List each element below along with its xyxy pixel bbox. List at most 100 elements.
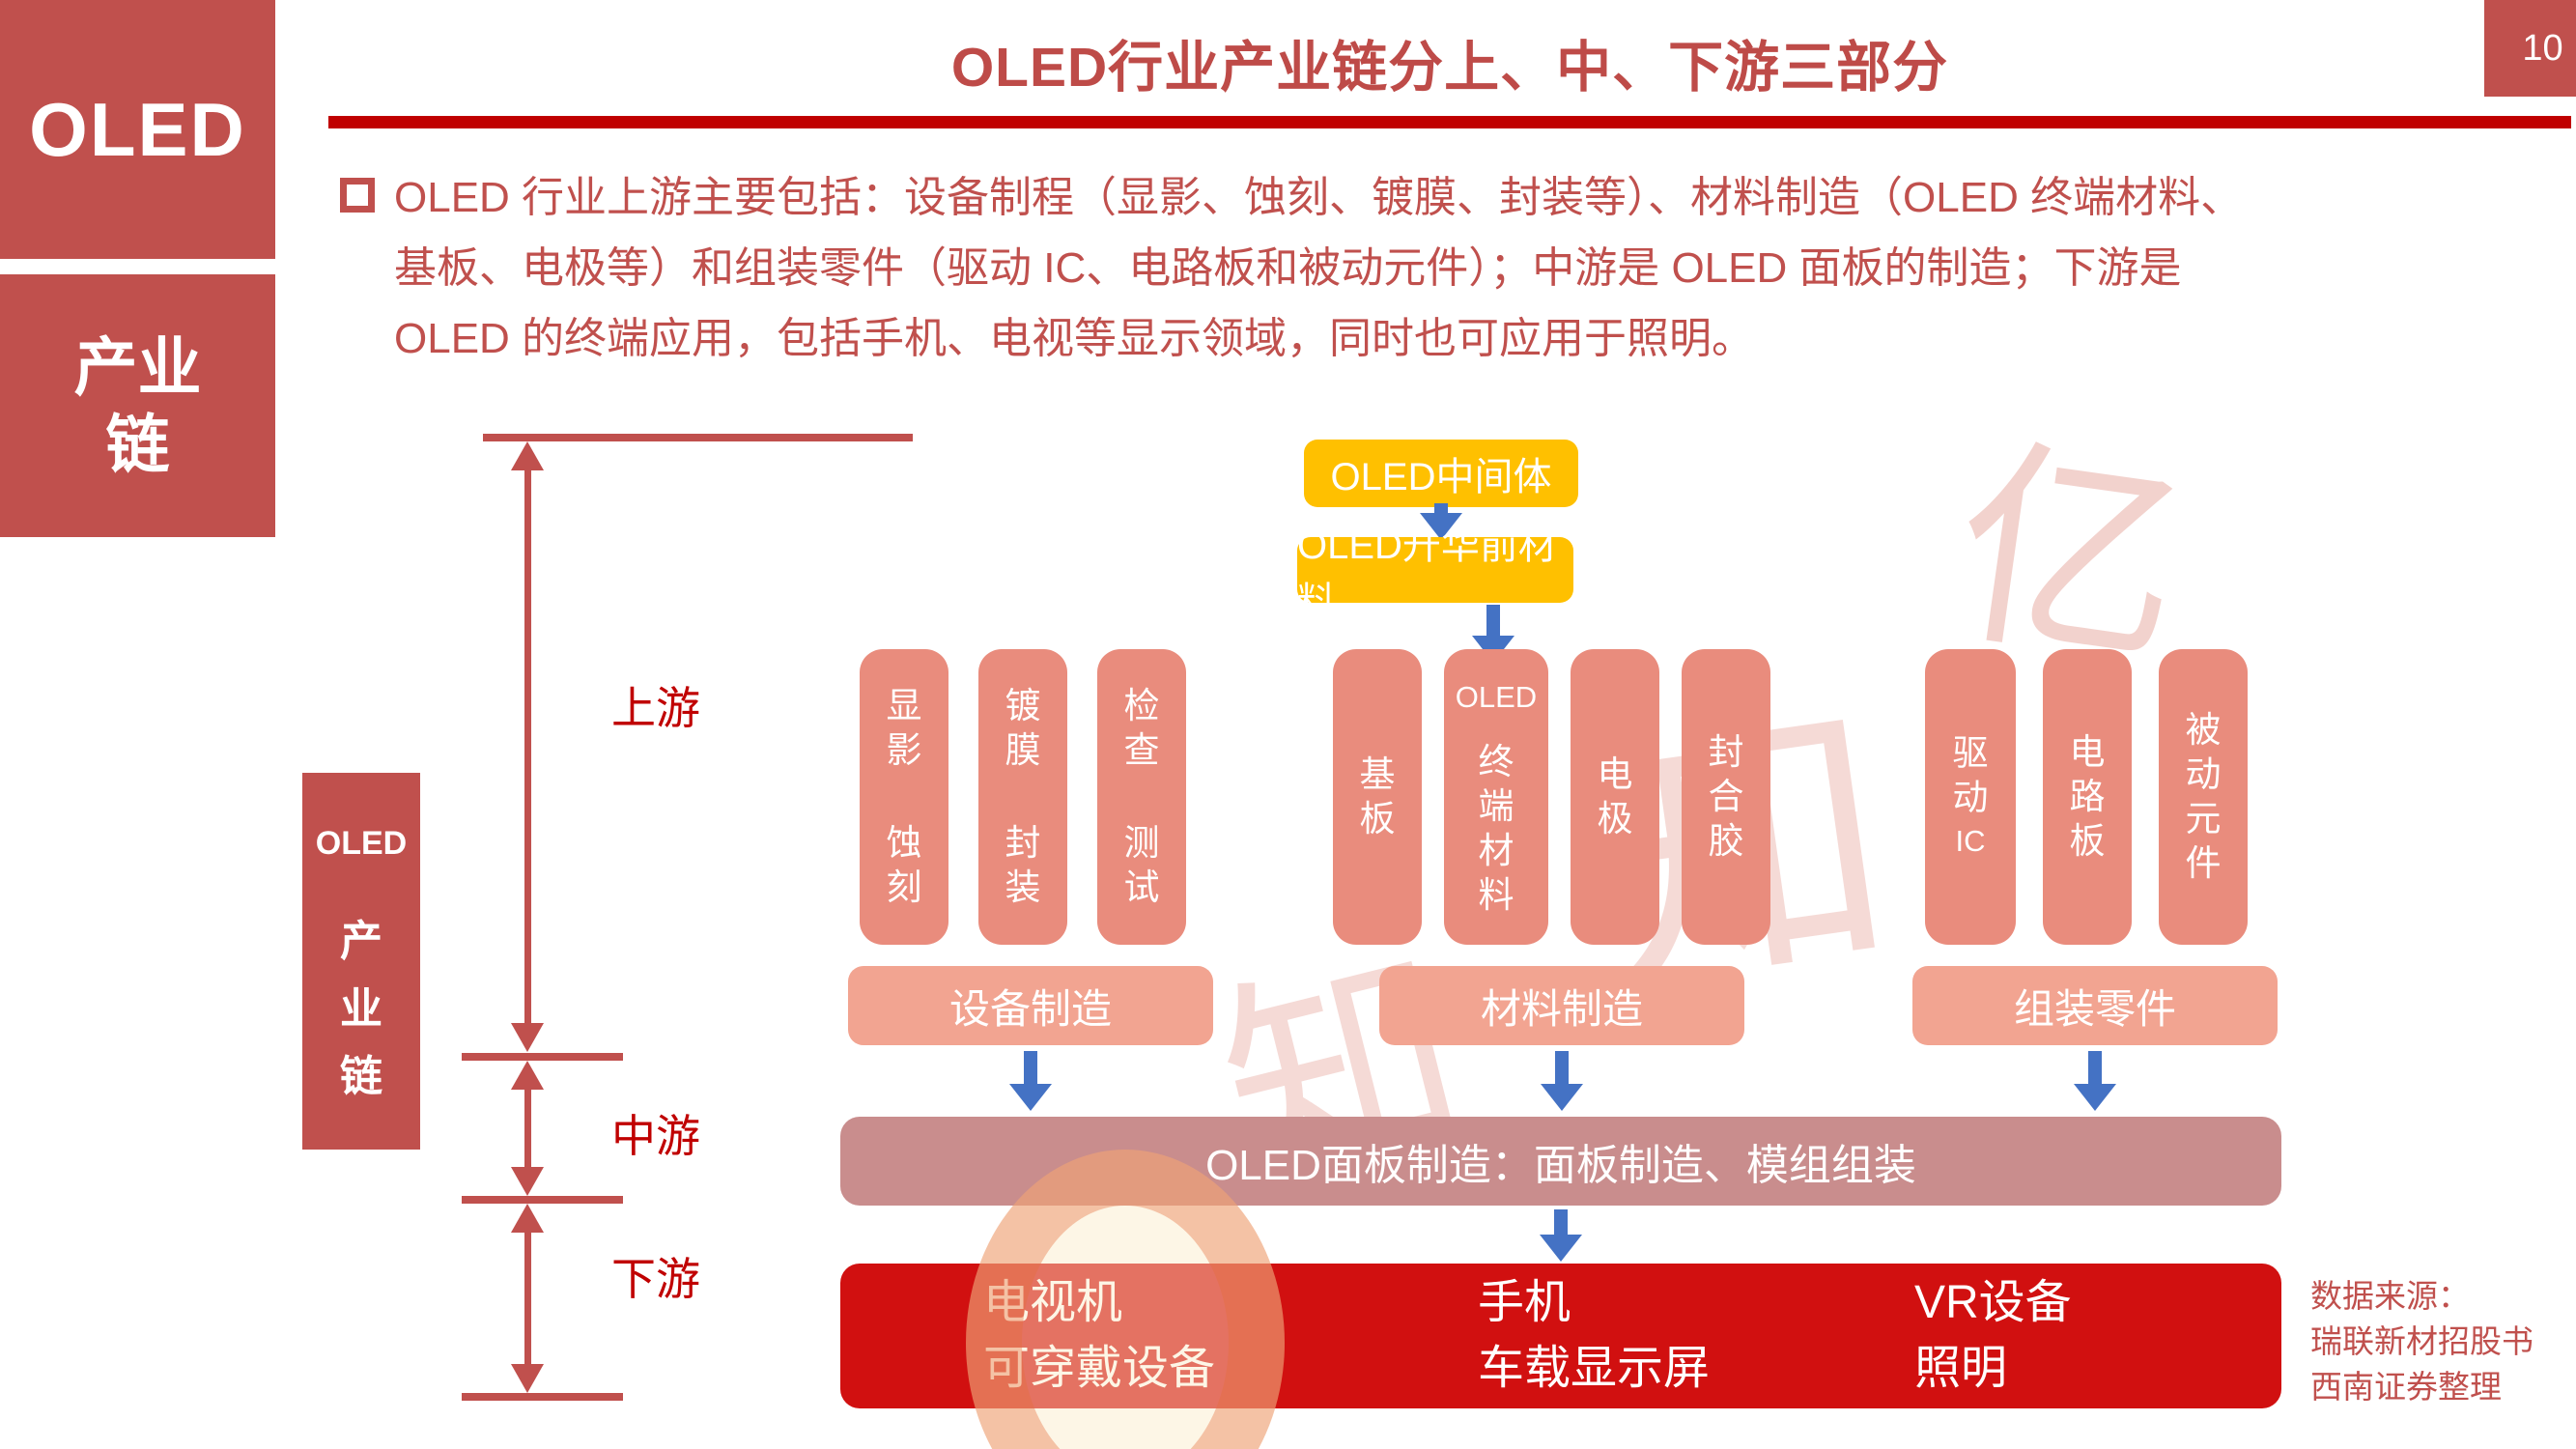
midstream-span-arrow xyxy=(511,1061,544,1196)
chain-item-char: 电 xyxy=(2069,732,2106,772)
flow-arrow-down xyxy=(1540,1209,1582,1262)
chain-item-segment: 显影 xyxy=(887,684,922,773)
arrow-shaft xyxy=(2088,1051,2102,1086)
chain-item-char: 装 xyxy=(1005,867,1041,907)
sidebar-label-line1: 产业 xyxy=(73,331,202,403)
page-title: OLED行业产业链分上、中、下游三部分 xyxy=(950,37,1949,99)
chain-item-char: 电 xyxy=(1597,754,1633,794)
data-source-line: 瑞联新材招股书 xyxy=(2310,1323,2534,1359)
body-paragraph: OLED 行业上游主要包括：设备制程（显影、蚀刻、镀膜、封装等）、材料制造（OL… xyxy=(394,162,2500,374)
chain-item-char: 测 xyxy=(1123,823,1160,863)
chain-item-char: 件 xyxy=(2185,843,2222,883)
chain-item-segment: 被动元件 xyxy=(2186,708,2222,886)
chain-item-char: 终 xyxy=(1478,742,1514,781)
material-items-group: 基板 OLED 终端材料 电极 封合胶 xyxy=(1333,649,1770,945)
arrow-down-head xyxy=(511,1364,544,1393)
application-item: 手机 xyxy=(1478,1277,1571,1328)
chain-item-char: 封 xyxy=(1708,732,1744,772)
application-item: 电视机 xyxy=(983,1277,1123,1328)
chain-item-char: 胶 xyxy=(1708,821,1744,861)
chain-item-char: 材 xyxy=(1478,831,1514,870)
category-material: 材料制造 xyxy=(1379,966,1744,1045)
chain-item-box: 检查测试 xyxy=(1097,649,1186,945)
chain-item-segment: 封合胶 xyxy=(1709,730,1744,864)
application-item: 车载显示屏 xyxy=(1478,1343,1711,1394)
arrow-head xyxy=(1420,513,1462,540)
chain-item-segment: 基板 xyxy=(1360,753,1396,841)
flow-arrow-down xyxy=(1541,1051,1583,1111)
arrow-shaft xyxy=(1024,1051,1037,1086)
chain-item-box: 基板 xyxy=(1333,649,1422,945)
chain-item-char: 极 xyxy=(1597,799,1633,838)
category-components: 组装零件 xyxy=(1912,966,2278,1045)
flow-arrow-down xyxy=(1009,1051,1052,1111)
arrow-shaft xyxy=(524,465,531,1029)
applications-column: VR设备 照明 xyxy=(1914,1264,2072,1408)
arrow-head xyxy=(1540,1235,1582,1262)
flow-arrow-down xyxy=(1420,503,1462,540)
chain-box-char: 产 xyxy=(340,917,382,965)
chain-item-segment: 终端材料 xyxy=(1479,740,1514,918)
chain-box-oled: OLED xyxy=(315,824,408,862)
sidebar-label-line2: 链 xyxy=(105,409,170,480)
application-item: VR设备 xyxy=(1914,1277,2072,1328)
stage-label-midstream: 中游 xyxy=(611,1111,700,1161)
applications-bar: 电视机 可穿戴设备 手机 车载显示屏 VR设备 照明 xyxy=(840,1264,2281,1408)
chain-title-box: OLED 产 业 链 xyxy=(302,773,420,1150)
chain-item-segment: 测试 xyxy=(1124,821,1160,910)
chain-item-box: 被动元件 xyxy=(2159,649,2248,945)
chain-item-char: 合 xyxy=(1708,777,1744,816)
data-source-line: 西南证券整理 xyxy=(2310,1369,2502,1405)
chain-item-box: 驱动 IC xyxy=(1925,649,2016,945)
bullet-square-icon xyxy=(340,178,375,213)
chain-item-box: OLED 终端材料 xyxy=(1444,649,1548,945)
stage-label-upstream: 上游 xyxy=(611,683,700,733)
arrow-head xyxy=(1541,1084,1583,1111)
chain-item-box: 电路板 xyxy=(2043,649,2132,945)
chain-item-char: 膜 xyxy=(1005,730,1041,770)
upstream-span-arrow xyxy=(511,441,544,1052)
chain-item-char: 板 xyxy=(1359,799,1396,838)
stage-label-downstream: 下游 xyxy=(611,1254,700,1304)
arrow-head xyxy=(1009,1084,1052,1111)
title-underline xyxy=(328,116,2571,128)
chain-item-char: 料 xyxy=(1478,875,1514,915)
chain-item-segment: 检查 xyxy=(1124,684,1160,773)
data-source: 数据来源： 瑞联新材招股书 西南证券整理 xyxy=(2310,1273,2534,1409)
sidebar-section-label: 产业 链 xyxy=(0,274,275,537)
body-line: OLED 的终端应用，包括手机、电视等显示领域，同时也可应用于照明。 xyxy=(394,315,1755,362)
applications-column: 电视机 可穿戴设备 xyxy=(983,1264,1215,1408)
chain-item-char: 端 xyxy=(1478,786,1514,826)
arrow-shaft xyxy=(524,1084,531,1173)
sidebar-logo: OLED xyxy=(0,0,275,259)
chain-item-char: 元 xyxy=(2185,799,2222,838)
measure-line-top xyxy=(483,434,913,441)
arrow-head xyxy=(2074,1084,2116,1111)
body-line: OLED 行业上游主要包括：设备制程（显影、蚀刻、镀膜、封装等）、材料制造（OL… xyxy=(394,174,2244,221)
arrow-shaft xyxy=(1434,503,1448,515)
chain-item-box: 镀膜封装 xyxy=(978,649,1067,945)
body-line: 基板、电极等）和组装零件（驱动 IC、电路板和被动元件）；中游是 OLED 面板… xyxy=(394,244,2182,292)
chain-box-char: 业 xyxy=(340,984,382,1033)
chain-item-segment: 电路板 xyxy=(2070,730,2106,864)
arrow-down-head xyxy=(511,1167,544,1196)
chain-item-char: 显 xyxy=(886,686,922,725)
chain-item-segment: 驱动 IC xyxy=(1953,731,1989,863)
arrow-shaft xyxy=(524,1227,531,1370)
applications-column: 手机 车载显示屏 xyxy=(1478,1264,1710,1408)
arrow-shaft xyxy=(1486,605,1500,638)
arrow-down-head xyxy=(511,1023,544,1052)
category-equipment: 设备制造 xyxy=(848,966,1213,1045)
chain-item-char: 驱 xyxy=(1952,733,1989,773)
chain-item-char: 板 xyxy=(2069,821,2106,861)
chain-item-char: 动 xyxy=(2185,754,2222,794)
chain-item-char: 动 xyxy=(1952,778,1989,817)
pre-sublimation-box: OLED升华前材料 xyxy=(1297,525,1573,623)
page-number: 10 xyxy=(2484,0,2576,97)
chain-item-char: OLED xyxy=(1455,680,1538,714)
chain-item-box: 电极 xyxy=(1571,649,1659,945)
measure-line-mid2 xyxy=(462,1196,623,1204)
chain-item-char: IC xyxy=(1955,824,1986,858)
